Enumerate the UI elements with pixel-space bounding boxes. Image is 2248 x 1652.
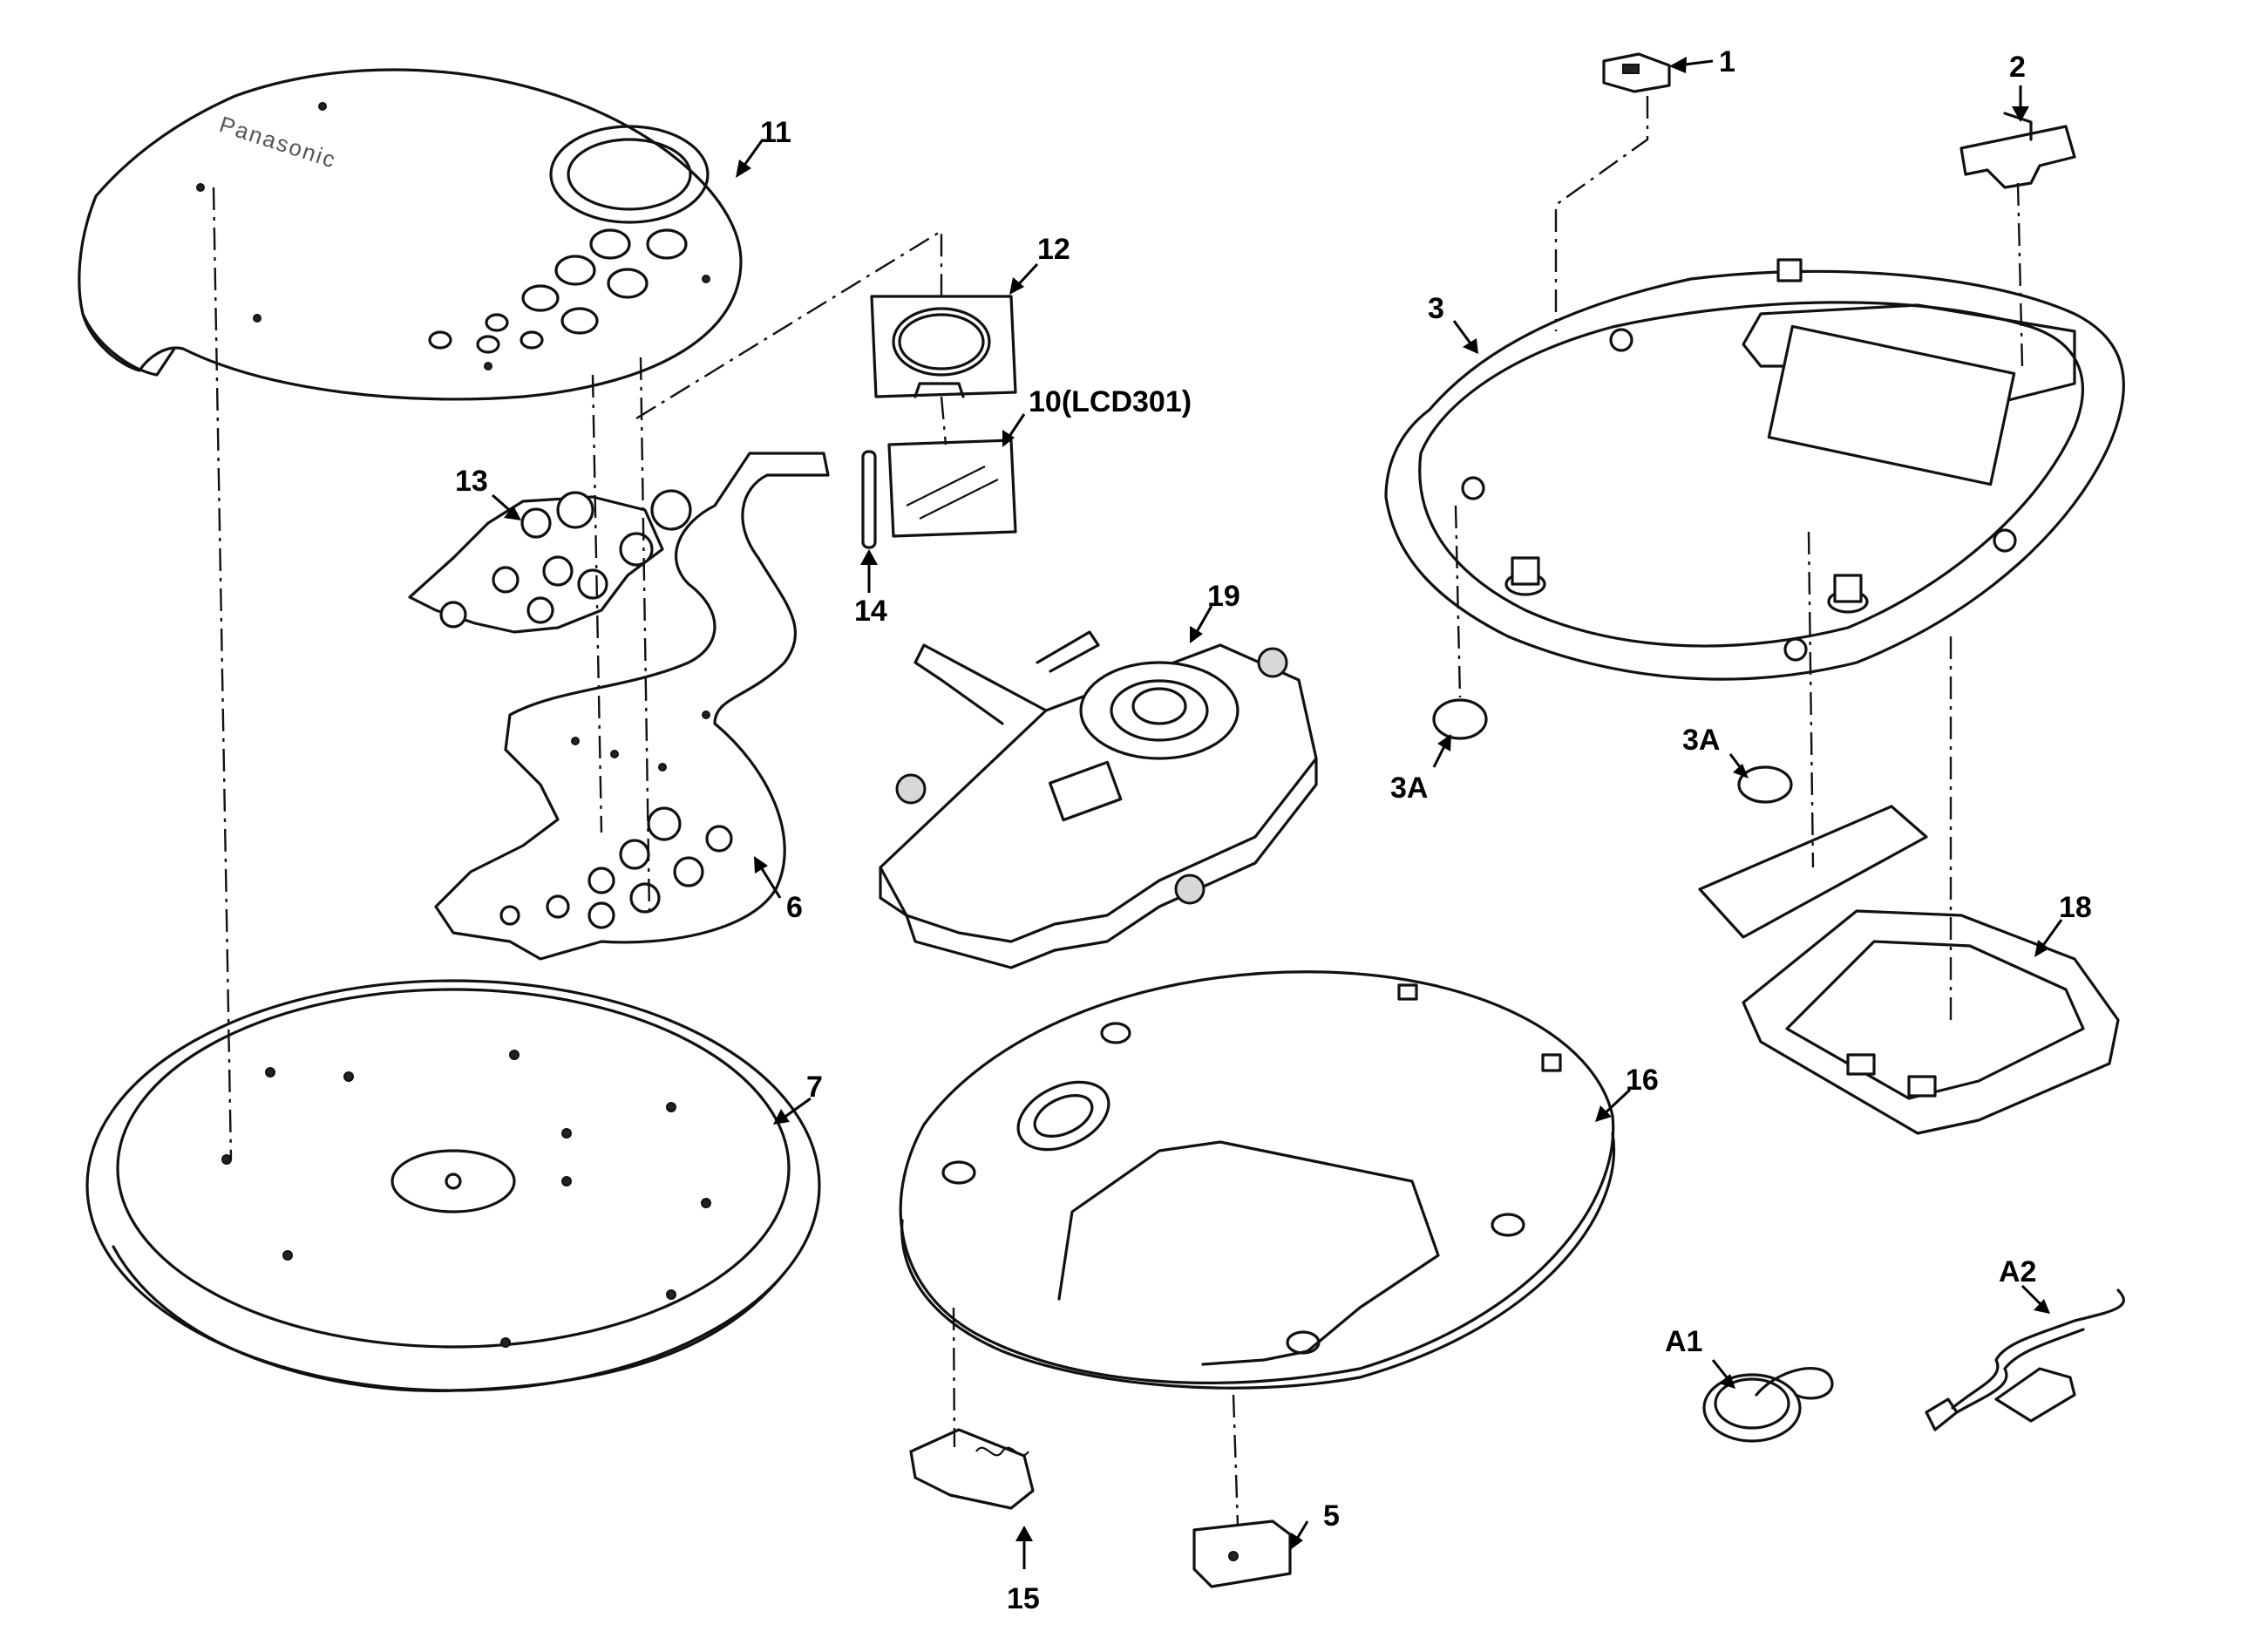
- label-part-6: 6: [786, 891, 803, 924]
- label-part-13: 13: [455, 465, 488, 498]
- brand-logo: Panasonic: [216, 111, 340, 173]
- part-11-top-cover: Panasonic: [78, 68, 743, 401]
- part-5-knob: [1192, 1519, 1292, 1588]
- part-13-button-rubber: [408, 489, 692, 634]
- label-part-3a-right: 3A: [1682, 724, 1720, 757]
- label-part-14: 14: [854, 595, 887, 628]
- part-3-lower-case: [1384, 258, 2125, 681]
- part-labels: 1 2 3 3A 3A 5 6 7 10(LCD301) 11 12 13 14…: [455, 45, 2092, 1615]
- label-accessory-a2: A2: [1999, 1255, 2036, 1288]
- label-part-3: 3: [1428, 292, 1444, 325]
- part-14-rod: [861, 450, 877, 549]
- label-part-10-lcd301: 10(LCD301): [1029, 385, 1192, 418]
- label-part-11: 11: [760, 116, 791, 149]
- part-19-traverse-deck: [879, 630, 1318, 969]
- part-15-switch-holder: [909, 1428, 1035, 1510]
- label-sheet: [1698, 805, 1928, 939]
- label-part-15: 15: [1007, 1582, 1040, 1615]
- label-part-2: 2: [2009, 51, 2026, 84]
- label-part-3a-left: 3A: [1390, 772, 1428, 805]
- label-part-7: 7: [806, 1071, 823, 1104]
- callout-arrows: [492, 57, 2063, 1569]
- assembly-leader-lines: [212, 96, 2024, 1526]
- accessory-a2-cord: [1925, 1288, 2125, 1431]
- part-12-lcd-holder: [870, 295, 1017, 398]
- part-7-bottom-lid: [85, 979, 821, 1392]
- label-part-5: 5: [1323, 1499, 1340, 1533]
- part-1-slide-switch: [1602, 52, 1671, 93]
- part-18-battery-case: [1742, 909, 2120, 1135]
- label-part-1: 1: [1719, 45, 1735, 78]
- part-16-chassis: [899, 970, 1615, 1390]
- label-accessory-a1: A1: [1665, 1325, 1702, 1358]
- part-3a-right-foot: [1737, 765, 1793, 804]
- svg-text:Panasonic: Panasonic: [216, 111, 340, 173]
- accessory-a1-earphone: [1702, 1367, 1834, 1443]
- part-3a-left-foot: [1432, 698, 1488, 740]
- label-part-18: 18: [2059, 891, 2092, 924]
- part-10-lcd: [887, 438, 1017, 538]
- label-part-19: 19: [1207, 580, 1240, 613]
- part-2-bracket: [1959, 112, 2076, 189]
- part-6-flex-pcb: [434, 452, 830, 961]
- label-part-12: 12: [1037, 233, 1070, 266]
- label-part-16: 16: [1626, 1064, 1659, 1097]
